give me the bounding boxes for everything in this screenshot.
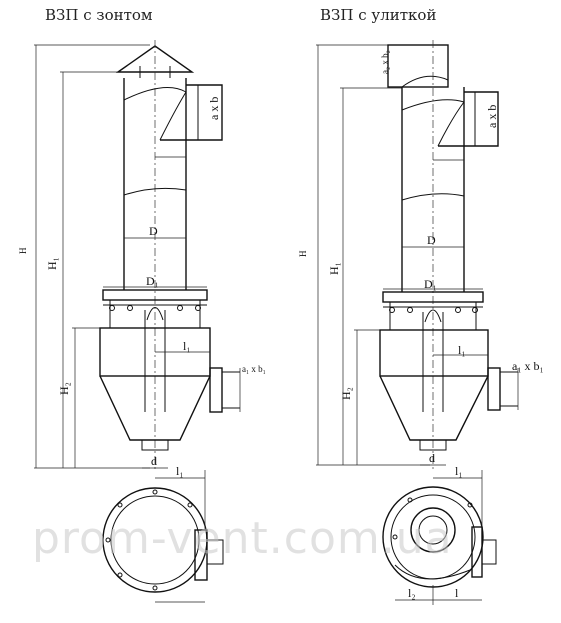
plan-outlet-flange: [206, 539, 224, 565]
inner-curve: [123, 87, 187, 101]
inlet-curve: [159, 91, 187, 141]
inlet-duct: [438, 91, 499, 147]
flame-cap: [424, 309, 442, 323]
plan-outlet-flange: [481, 539, 497, 565]
plan-bolt: [152, 489, 158, 495]
title-right: ВЗП с улиткой: [320, 6, 436, 24]
inlet-duct: [160, 84, 223, 141]
label-l: l: [455, 586, 459, 600]
dust-outlet: [419, 439, 447, 451]
label-H: H: [298, 250, 308, 257]
plan-bolt: [407, 497, 413, 503]
flame-cap: [146, 307, 164, 321]
side-outlet-flange: [209, 367, 223, 413]
label-l1-plan: l₁: [176, 464, 184, 478]
label-a1b1: a₁ x b₁: [512, 359, 544, 373]
title-left: ВЗП с зонтом: [45, 6, 153, 24]
plan-bolt: [152, 585, 158, 591]
plan-inner-circle: [110, 495, 200, 585]
bolt: [472, 307, 478, 313]
label-l1: l₁: [183, 339, 191, 353]
label-a2b2: a₂ x b₂: [380, 50, 390, 74]
plan-snail-inner: [418, 515, 448, 545]
label-a1b1: a₁ x b₁: [242, 364, 266, 374]
cyclone-cone: [379, 375, 489, 441]
bolt: [407, 307, 413, 313]
bolt: [455, 307, 461, 313]
label-D1: D₁: [424, 277, 437, 291]
plan-snail-spiral: [394, 564, 471, 580]
label-d: d: [429, 451, 435, 465]
dust-outlet: [141, 439, 169, 451]
plan-bolt: [117, 502, 123, 508]
plan-bolt: [392, 534, 398, 540]
side-outlet-flange: [487, 367, 501, 411]
label-l2: l₂: [408, 586, 416, 600]
plan-bolt: [105, 537, 111, 543]
plan-bolt: [467, 502, 473, 508]
plan-bolt: [187, 502, 193, 508]
label-ab: a x b: [207, 97, 221, 120]
snail-curve: [401, 75, 449, 88]
bolt: [127, 305, 133, 311]
cyclone-cylinder: [379, 329, 489, 377]
label-l1-plan: l₁: [455, 464, 463, 478]
label-ab: a x b: [485, 105, 499, 128]
plan-snail-core: [410, 507, 456, 553]
snail-top: [387, 44, 449, 88]
inner-curve: [123, 187, 187, 196]
label-H2: H₂: [339, 387, 353, 400]
watermark: prom-vent.com.ua: [32, 513, 453, 564]
inner-curve: [401, 99, 465, 111]
inlet-curve: [437, 101, 465, 147]
label-d: d: [151, 454, 157, 468]
inner-curve: [401, 193, 465, 201]
plan-bolt: [117, 572, 123, 578]
label-D: D: [427, 233, 436, 247]
right-separator: H H₁ H₂ a₂ x b₂ a x b D D₁: [298, 40, 544, 605]
label-D: D: [149, 224, 158, 238]
label-H2: H₂: [57, 382, 71, 395]
bolt: [177, 305, 183, 311]
left-separator: H H₁ H₂ a x b D D₁: [18, 40, 266, 603]
label-H1: H₁: [327, 262, 341, 275]
label-H1: H₁: [45, 257, 59, 270]
label-H: H: [18, 247, 28, 254]
label-l1: l₁: [458, 343, 466, 357]
label-D1: D₁: [146, 274, 159, 288]
